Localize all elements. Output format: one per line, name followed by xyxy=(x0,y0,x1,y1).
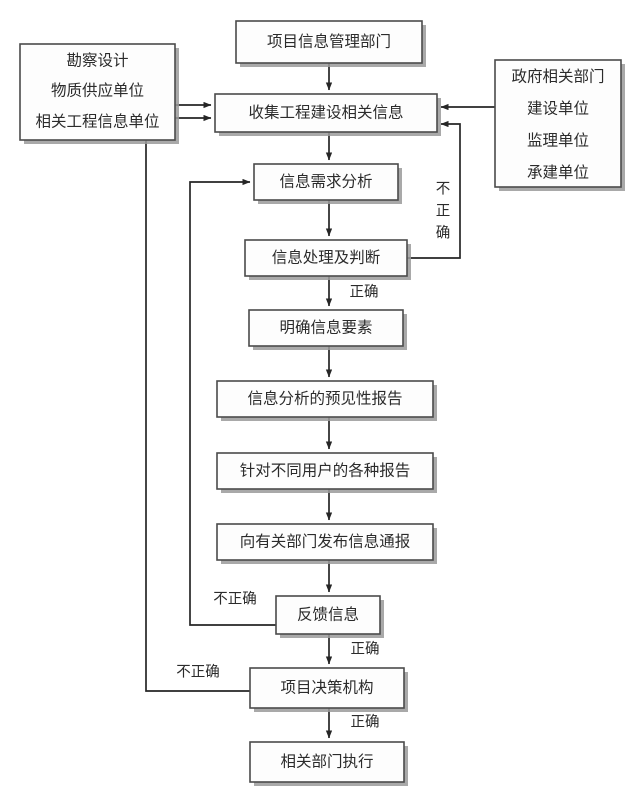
node-label-line2: 建设单位 xyxy=(527,100,589,118)
node-top-department[interactable]: 项目信息管理部门 xyxy=(235,20,426,67)
node-label-line3: 监理单位 xyxy=(527,132,589,150)
node-box xyxy=(248,309,404,347)
edge-label-decision-correct: 正确 xyxy=(351,713,380,730)
node-process-judge[interactable]: 信息处理及判断 xyxy=(244,239,411,280)
node-box xyxy=(244,239,408,277)
edge-feedback-notcorrect-to-demand xyxy=(189,178,276,626)
node-box xyxy=(249,667,405,709)
node-label-line1: 勘察设计 xyxy=(66,52,128,70)
edge-label-process-notcorrect-char2: 正 xyxy=(436,203,451,219)
node-define-elements[interactable]: 明确信息要素 xyxy=(248,309,407,350)
node-label: 信息处理及判断 xyxy=(272,249,381,267)
node-box xyxy=(249,741,405,783)
node-box xyxy=(214,93,438,133)
node-label-line3: 相关工程信息单位 xyxy=(35,113,159,131)
node-left-sources[interactable]: 勘察设计 物质供应单位 相关工程信息单位 xyxy=(19,43,179,144)
node-label-line1: 政府相关部门 xyxy=(511,68,604,86)
node-label: 信息分析的预见性报告 xyxy=(247,390,402,408)
node-label: 收集工程建设相关信息 xyxy=(248,104,403,122)
edge-label-decision-notcorrect: 不正确 xyxy=(176,663,220,680)
node-box xyxy=(253,163,399,201)
edge-labels-group: 不 正 确 正确 不正确 正确 不正确 正确 xyxy=(176,181,450,730)
node-box xyxy=(494,59,622,188)
node-label: 明确信息要素 xyxy=(279,319,372,337)
node-forecast-report[interactable]: 信息分析的预见性报告 xyxy=(216,380,437,421)
node-execute-departments[interactable]: 相关部门执行 xyxy=(249,741,408,786)
node-label: 项目决策机构 xyxy=(280,679,373,697)
node-label: 针对不同用户的各种报告 xyxy=(240,462,411,480)
node-box xyxy=(19,43,176,141)
edge-label-process-correct: 正确 xyxy=(350,283,379,300)
edge-label-process-notcorrect-char3: 确 xyxy=(436,224,451,241)
node-collect-info[interactable]: 收集工程建设相关信息 xyxy=(214,93,441,136)
edge-label-feedback-correct: 正确 xyxy=(351,640,380,657)
node-decision-body[interactable]: 项目决策机构 xyxy=(249,667,408,712)
node-label: 相关部门执行 xyxy=(280,753,373,771)
node-label: 反馈信息 xyxy=(297,606,359,624)
edge-process-notcorrect-to-collect xyxy=(407,120,461,259)
edge-label-feedback-notcorrect: 不正确 xyxy=(213,590,257,607)
node-box xyxy=(235,20,423,64)
node-feedback[interactable]: 反馈信息 xyxy=(275,595,384,638)
node-box xyxy=(216,452,434,490)
node-box xyxy=(216,380,434,418)
node-label: 向有关部门发布信息通报 xyxy=(240,533,411,551)
node-label: 项目信息管理部门 xyxy=(267,33,391,51)
node-demand-analysis[interactable]: 信息需求分析 xyxy=(253,163,402,204)
node-label: 信息需求分析 xyxy=(279,173,372,191)
node-right-sources[interactable]: 政府相关部门 建设单位 监理单位 承建单位 xyxy=(494,59,625,191)
node-box xyxy=(275,595,381,635)
node-user-reports[interactable]: 针对不同用户的各种报告 xyxy=(216,452,437,493)
node-label-line4: 承建单位 xyxy=(527,164,589,182)
edge-label-process-notcorrect-char1: 不 xyxy=(436,181,451,197)
node-publish-bulletin[interactable]: 向有关部门发布信息通报 xyxy=(216,523,437,564)
node-label-line2: 物质供应单位 xyxy=(51,81,144,100)
node-box xyxy=(216,523,434,561)
